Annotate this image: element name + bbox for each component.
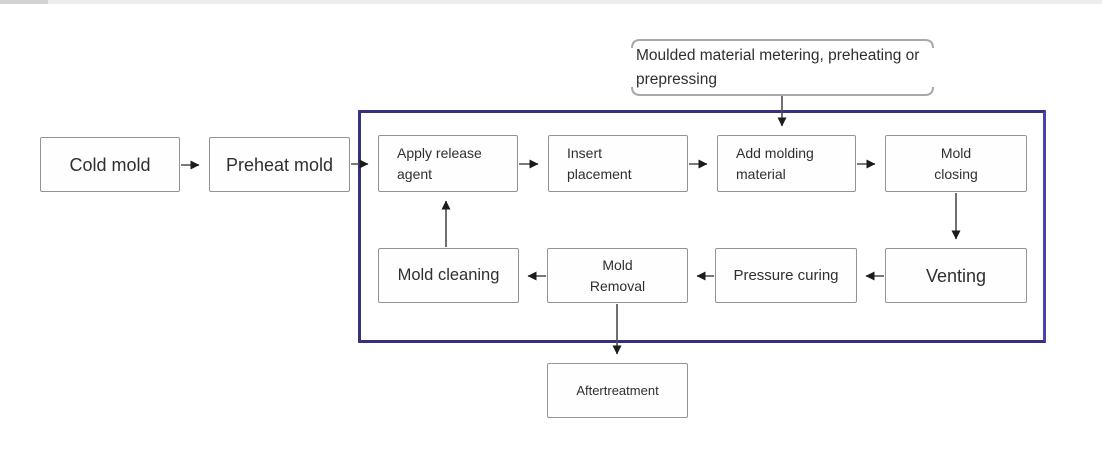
node-preheat-mold: Preheat mold: [209, 137, 350, 192]
node-label: Pressure curing: [733, 267, 839, 284]
node-label: Preheat mold: [225, 154, 334, 175]
node-mold-cleaning: Mold cleaning: [378, 248, 519, 303]
node-label: Aftertreatment: [576, 383, 659, 398]
node-label: Mold closing: [934, 144, 978, 182]
node-venting: Venting: [885, 248, 1027, 303]
node-label: Apply release agent: [397, 144, 482, 182]
node-mold-closing: Mold closing: [885, 135, 1027, 192]
node-mold-removal: Mold Removal: [547, 248, 688, 303]
node-label: Insert placement: [567, 144, 632, 182]
process-container-box: [358, 110, 1046, 343]
node-apply-release-agent: Apply release agent: [378, 135, 518, 192]
node-label: Mold cleaning: [397, 266, 500, 284]
node-insert-placement: Insert placement: [548, 135, 688, 192]
node-material-prep: Moulded material metering, preheating or…: [636, 44, 936, 92]
node-label: Add molding material: [736, 144, 814, 182]
prep-bracket-top: [631, 39, 934, 49]
node-label: Mold Removal: [589, 256, 646, 294]
node-add-molding-material: Add molding material: [717, 135, 856, 192]
node-aftertreatment: Aftertreatment: [547, 363, 688, 418]
top-edge-strip: [0, 0, 1102, 4]
prep-bracket-bottom: [631, 86, 934, 96]
node-label: Venting: [925, 265, 987, 286]
node-label: Moulded material metering, preheating or…: [636, 47, 920, 88]
node-pressure-curing: Pressure curing: [715, 248, 857, 303]
node-label: Cold mold: [69, 154, 151, 175]
top-edge-strip-dark-segment: [0, 0, 48, 4]
node-cold-mold: Cold mold: [40, 137, 180, 192]
